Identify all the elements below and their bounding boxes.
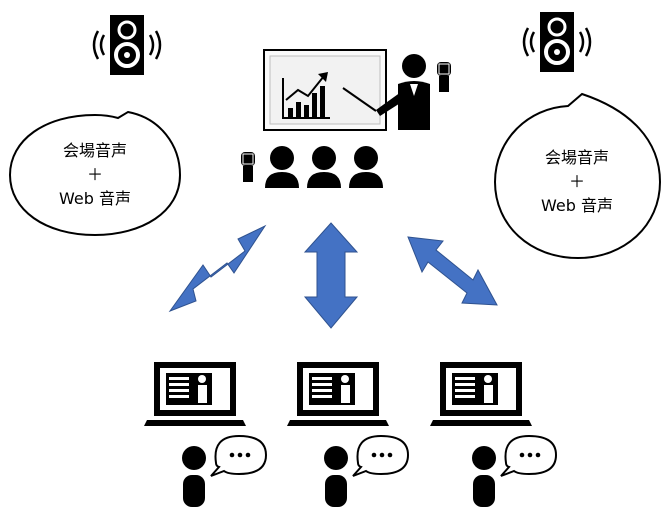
right-double-arrow: [407, 236, 498, 306]
right-bubble-line3: Web 音声: [541, 196, 613, 215]
pointer-stick: [342, 87, 377, 112]
left-speaker-icon: [92, 13, 162, 77]
left-bubble-line2: ＋: [86, 165, 103, 184]
left-bubble-line1: 会場音声: [62, 141, 127, 160]
left-speech-bubble: [8, 110, 182, 237]
laptop-2: [287, 362, 389, 426]
audience-person-1: [265, 146, 299, 188]
chart-icon: [282, 72, 330, 119]
center-double-arrow: [303, 222, 359, 329]
laptop-3: [430, 362, 532, 426]
right-speaker-icon: [522, 10, 592, 74]
audience-person-3: [349, 146, 383, 188]
right-speech-bubble: [493, 92, 662, 260]
left-bubble-text: 会場音声 ＋ Web 音声: [45, 139, 145, 211]
right-bubble-line1: 会場音声: [544, 148, 609, 167]
right-bubble-text: 会場音声 ＋ Web 音声: [527, 146, 627, 218]
left-double-arrow: [168, 224, 267, 313]
audience-mic-icon: [240, 151, 256, 183]
laptop-1: [144, 362, 246, 426]
remote-viewer-1: [181, 435, 267, 508]
remote-viewer-3: [471, 435, 557, 508]
presenter-icon: [376, 54, 430, 130]
remote-viewer-2: [323, 435, 409, 508]
left-bubble-line3: Web 音声: [59, 189, 131, 208]
audience-person-2: [307, 146, 341, 188]
presenter-mic-icon: [436, 61, 452, 93]
right-bubble-line2: ＋: [568, 172, 585, 191]
